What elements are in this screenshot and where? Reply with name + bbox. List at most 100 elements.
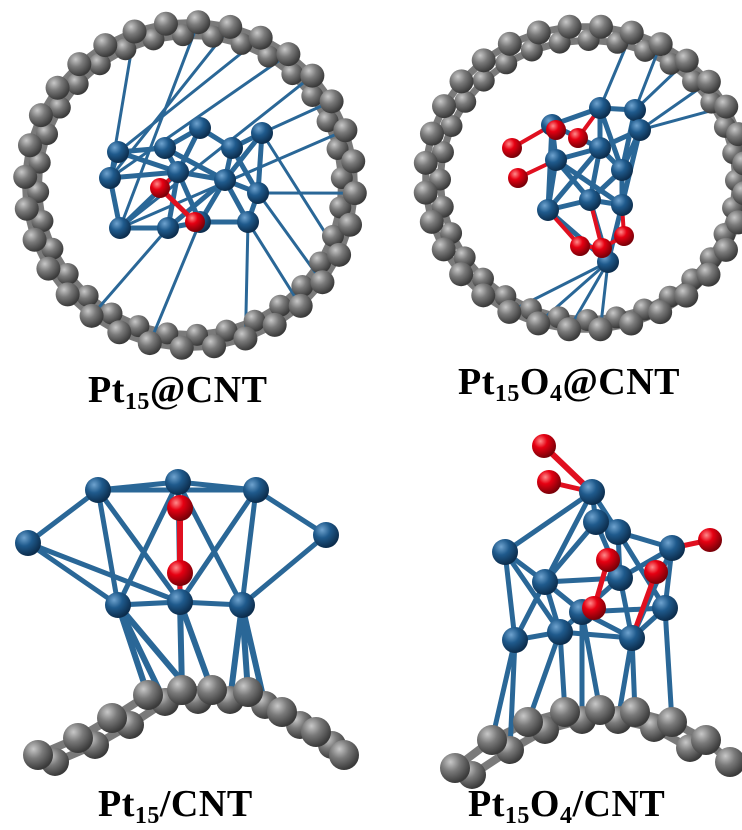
carbon-atom	[243, 309, 266, 332]
carbon-atom	[419, 121, 444, 146]
carbon-atom	[31, 210, 54, 233]
platinum-atom	[109, 217, 131, 239]
platinum-atom	[221, 137, 243, 159]
carbon-atom	[156, 322, 179, 345]
carbon-atom	[79, 303, 104, 328]
carbon-atom	[100, 302, 123, 325]
carbon-atom	[471, 267, 494, 290]
pt-pt-bond	[162, 145, 228, 183]
carbon-atom	[691, 725, 721, 755]
carbon-atom	[440, 753, 470, 783]
carbon-atom	[169, 335, 194, 360]
pt-c-bond	[116, 36, 263, 154]
pt-pt-bond	[542, 519, 599, 585]
carbon-atom	[732, 151, 742, 176]
platinum-atom	[247, 182, 269, 204]
carbon-atom	[620, 697, 650, 727]
platinum-atom	[165, 469, 191, 495]
carbon-atom	[585, 695, 615, 725]
pt-c-bond	[525, 629, 563, 725]
platinum-atom	[619, 625, 645, 651]
carbon-atom	[300, 63, 325, 88]
carbon-atom	[45, 75, 70, 100]
carbon-atom	[419, 209, 444, 234]
carbon-atom	[431, 141, 454, 164]
carbon-atom	[267, 697, 297, 727]
carbon-atom	[262, 312, 287, 337]
pt-pt-bond	[239, 487, 259, 608]
carbon-atom	[526, 311, 551, 336]
pt-pt-bond	[239, 532, 329, 608]
carbon-atom	[27, 180, 50, 203]
panel-label-pt15-at-cnt: Pt15@CNT	[88, 369, 268, 415]
carbon-atom	[497, 299, 522, 324]
pt-pt-bond	[95, 487, 183, 605]
carbon-atom	[440, 114, 463, 137]
carbon-atom	[114, 38, 137, 61]
carbon-atom	[55, 282, 80, 307]
oxygen-atom	[502, 138, 522, 158]
platinum-atom	[313, 522, 339, 548]
carbon-atom	[557, 317, 582, 342]
carbon-atom	[233, 326, 258, 351]
carbon-atom	[36, 123, 59, 146]
carbon-atom	[330, 167, 353, 190]
carbon-atom	[133, 680, 163, 710]
carbon-atom	[230, 32, 253, 55]
carbon-atom	[17, 133, 42, 158]
carbon-atom	[619, 311, 644, 336]
pt-c-bond	[108, 25, 232, 180]
carbon-atom	[291, 275, 314, 298]
oxygen-atom	[167, 560, 193, 586]
carbon-atom	[657, 707, 687, 737]
platinum-atom	[189, 117, 211, 139]
carbon-atom	[431, 237, 456, 262]
carbon-atom	[557, 14, 582, 39]
carbon-atom	[301, 84, 324, 107]
carbon-atom	[619, 20, 644, 45]
oxygen-atom	[568, 128, 588, 148]
platinum-atom	[607, 565, 633, 591]
carbon-atom	[520, 39, 543, 62]
carbon-atom	[310, 270, 335, 295]
carbon-atom	[341, 149, 366, 174]
carbon-atom	[714, 94, 739, 119]
carbon-atom	[329, 196, 352, 219]
pt-c-bond	[567, 260, 610, 331]
carbon-atom	[186, 323, 209, 346]
carbon-atom	[726, 122, 742, 147]
platinum-atom	[214, 169, 236, 191]
pt-pt-bond	[25, 487, 101, 546]
carbon-atom	[588, 317, 613, 342]
oxygen-atom	[614, 226, 634, 246]
carbon-atom	[14, 196, 39, 221]
carbon-atom	[550, 697, 580, 727]
carbon-atom	[472, 69, 495, 92]
pt-c-bond	[260, 99, 334, 135]
carbon-atom	[107, 320, 132, 345]
carbon-atom	[495, 52, 518, 75]
carbon-atom	[197, 675, 227, 705]
pt-pt-bond	[502, 549, 518, 643]
carbon-atom	[28, 151, 51, 174]
platinum-atom	[545, 149, 567, 171]
carbon-atom	[288, 293, 313, 318]
pt-c-bond	[148, 220, 202, 345]
pt-pt-bond	[615, 529, 668, 611]
carbon-atom	[56, 263, 79, 286]
carbon-atom	[513, 707, 543, 737]
pt-c-bond	[246, 220, 303, 308]
carbon-atom	[201, 25, 224, 48]
pt-pt-bond	[107, 169, 181, 181]
pt-pt-bond	[545, 145, 603, 213]
carbon-atom	[281, 63, 304, 86]
carbon-atom	[333, 118, 358, 143]
carbon-atom	[233, 677, 263, 707]
pt-pt-bond	[553, 157, 625, 208]
oxygen-atom	[150, 178, 170, 198]
platinum-atom	[629, 119, 651, 141]
panel-label-pt15o4-on-cnt: Pt15O4/CNT	[468, 783, 666, 829]
platinum-atom	[237, 211, 259, 233]
platinum-atom	[99, 167, 121, 189]
carbon-atom	[97, 703, 127, 733]
